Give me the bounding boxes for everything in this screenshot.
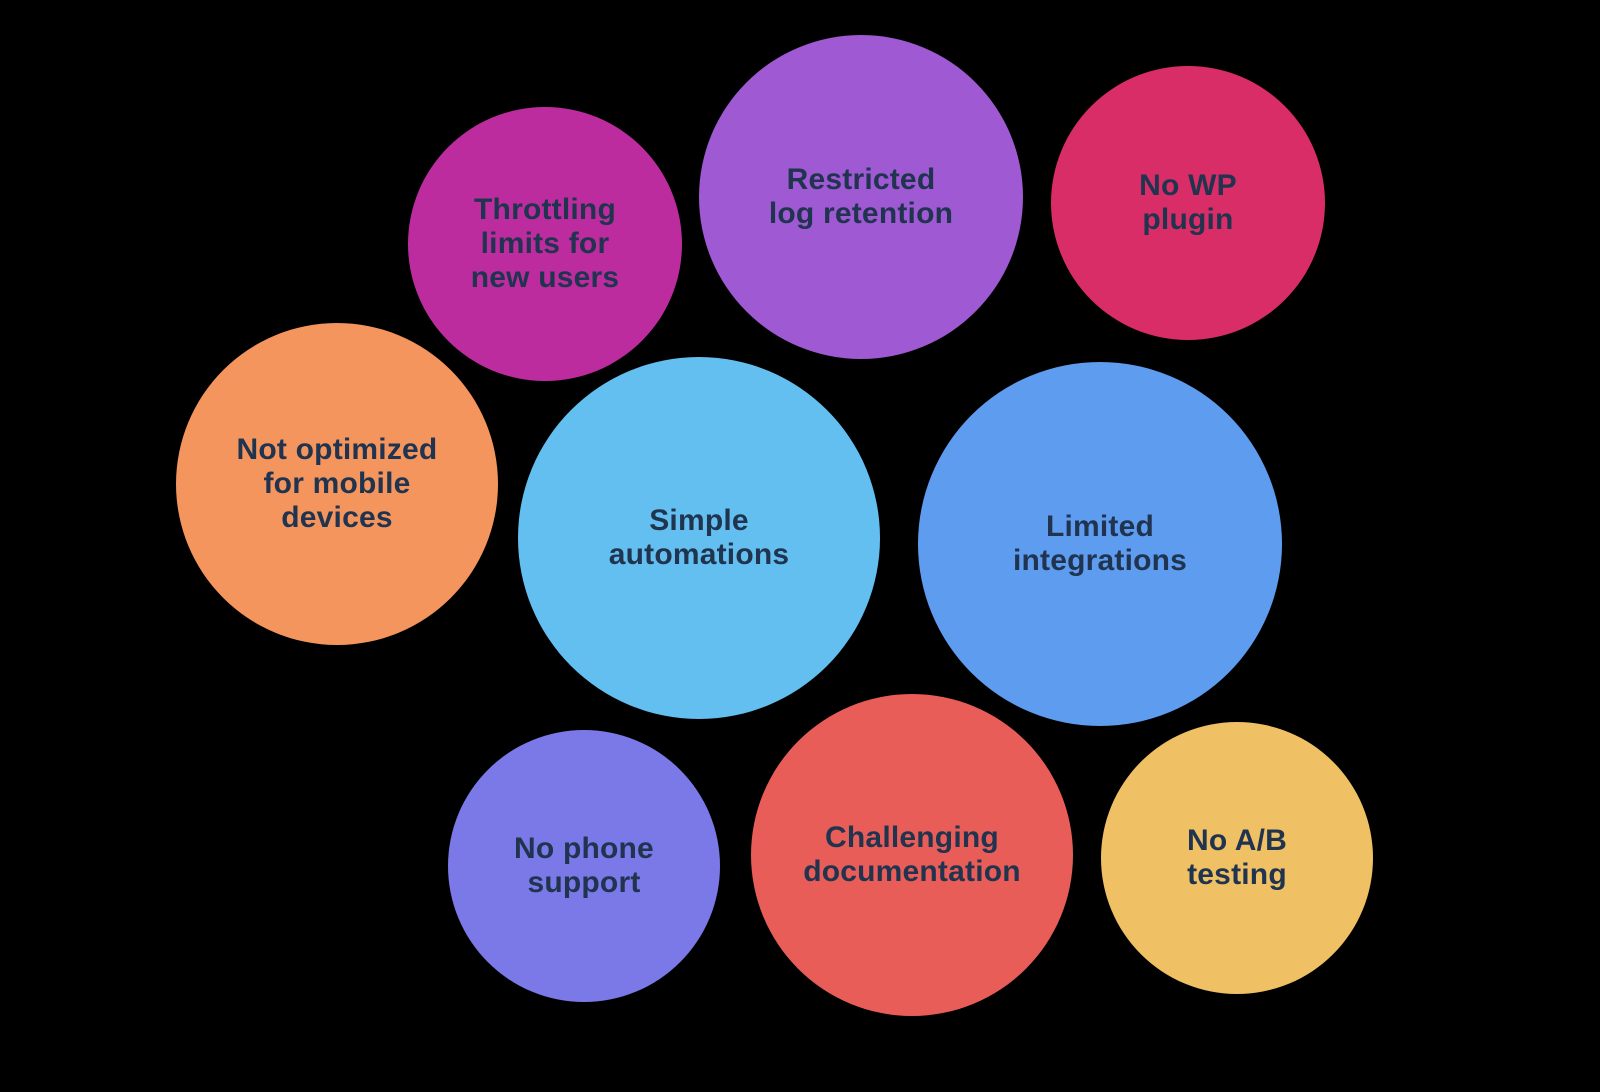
bubble-no-wp-plugin: No WP plugin <box>1051 66 1325 340</box>
bubble-label-challenging-documentation: Challenging documentation <box>803 821 1021 888</box>
bubble-restricted-log-retention: Restricted log retention <box>699 35 1023 359</box>
bubble-no-phone-support: No phone support <box>448 730 720 1002</box>
bubble-label-no-ab-testing: No A/B testing <box>1186 824 1288 891</box>
bubble-label-throttling-limits: Throttling limits for new users <box>470 193 620 294</box>
bubble-no-ab-testing: No A/B testing <box>1101 722 1373 994</box>
bubble-label-restricted-log-retention: Restricted log retention <box>768 163 954 230</box>
bubble-label-no-wp-plugin: No WP plugin <box>1139 169 1237 236</box>
bubble-not-optimized-for-mobile: Not optimized for mobile devices <box>176 323 498 645</box>
bubble-label-not-optimized-for-mobile: Not optimized for mobile devices <box>236 433 438 534</box>
bubble-challenging-documentation: Challenging documentation <box>751 694 1073 1016</box>
bubble-label-limited-integrations: Limited integrations <box>1012 510 1188 577</box>
bubble-label-simple-automations: Simple automations <box>608 504 790 571</box>
bubble-limited-integrations: Limited integrations <box>918 362 1282 726</box>
bubble-simple-automations: Simple automations <box>518 357 880 719</box>
bubble-throttling-limits: Throttling limits for new users <box>408 107 682 381</box>
bubble-label-no-phone-support: No phone support <box>514 832 654 899</box>
